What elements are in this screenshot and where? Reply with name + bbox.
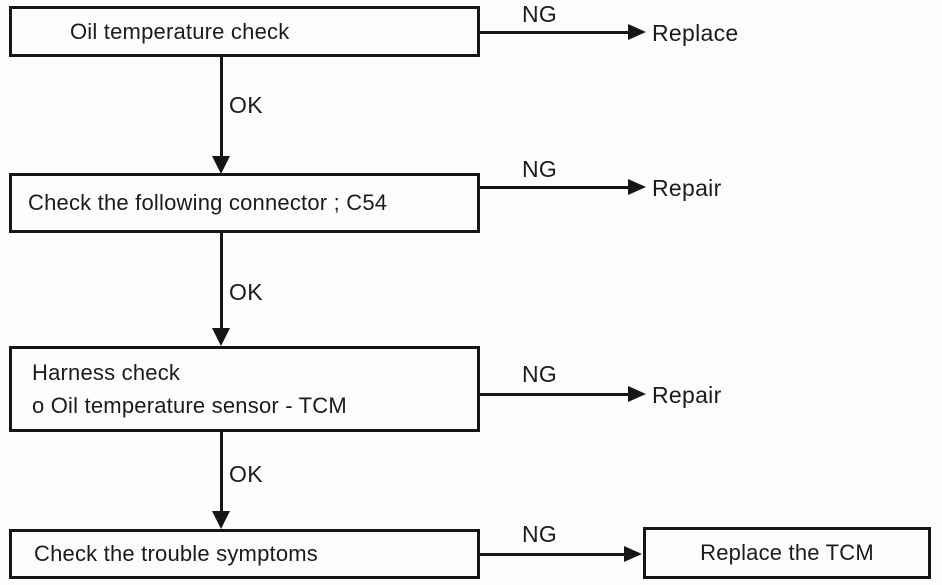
ok-label-3: OK	[229, 461, 263, 487]
right-arrowhead-icon	[628, 24, 646, 40]
ng-label-3: NG	[522, 361, 558, 387]
ng-connector-line-4	[480, 553, 626, 556]
step-box-check-connector-c54: Check the following connector ; C54	[9, 173, 480, 233]
ng-connector-line-1	[480, 31, 630, 34]
ng-result-repair-2: Repair	[652, 382, 722, 408]
step-label-line1: Harness check	[32, 360, 181, 385]
result-box-replace-the-tcm: Replace the TCM	[643, 527, 931, 579]
ng-label-2: NG	[522, 156, 558, 182]
step-box-harness-check: Harness check o Oil temperature sensor -…	[9, 346, 480, 432]
ok-connector-line-3	[220, 432, 223, 513]
right-arrowhead-icon	[628, 386, 646, 402]
ng-connector-line-3	[480, 393, 630, 396]
ng-label-4: NG	[522, 521, 558, 547]
ok-connector-line-1	[220, 57, 223, 158]
ng-connector-line-2	[480, 186, 630, 189]
right-arrowhead-icon	[628, 179, 646, 195]
result-label: Replace the TCM	[700, 540, 874, 565]
ok-connector-line-2	[220, 233, 223, 330]
ng-result-repair-1: Repair	[652, 175, 722, 201]
ok-label-2: OK	[229, 279, 263, 305]
down-arrowhead-icon	[212, 156, 230, 174]
ng-label-1: NG	[522, 1, 558, 27]
step-label-line2: o Oil temperature sensor - TCM	[32, 393, 347, 418]
step-label: Check the trouble symptoms	[34, 541, 318, 566]
step-box-check-trouble-symptoms: Check the trouble symptoms	[9, 529, 480, 579]
step-label: Check the following connector ; C54	[28, 190, 388, 215]
right-arrowhead-icon	[624, 546, 642, 562]
down-arrowhead-icon	[212, 511, 230, 529]
ng-result-replace: Replace	[652, 20, 739, 46]
down-arrowhead-icon	[212, 328, 230, 346]
step-label: Oil temperature check	[70, 18, 290, 44]
ok-label-1: OK	[229, 92, 263, 118]
step-box-oil-temperature-check: Oil temperature check	[9, 6, 480, 57]
step-label: Harness check o Oil temperature sensor -…	[32, 356, 347, 422]
